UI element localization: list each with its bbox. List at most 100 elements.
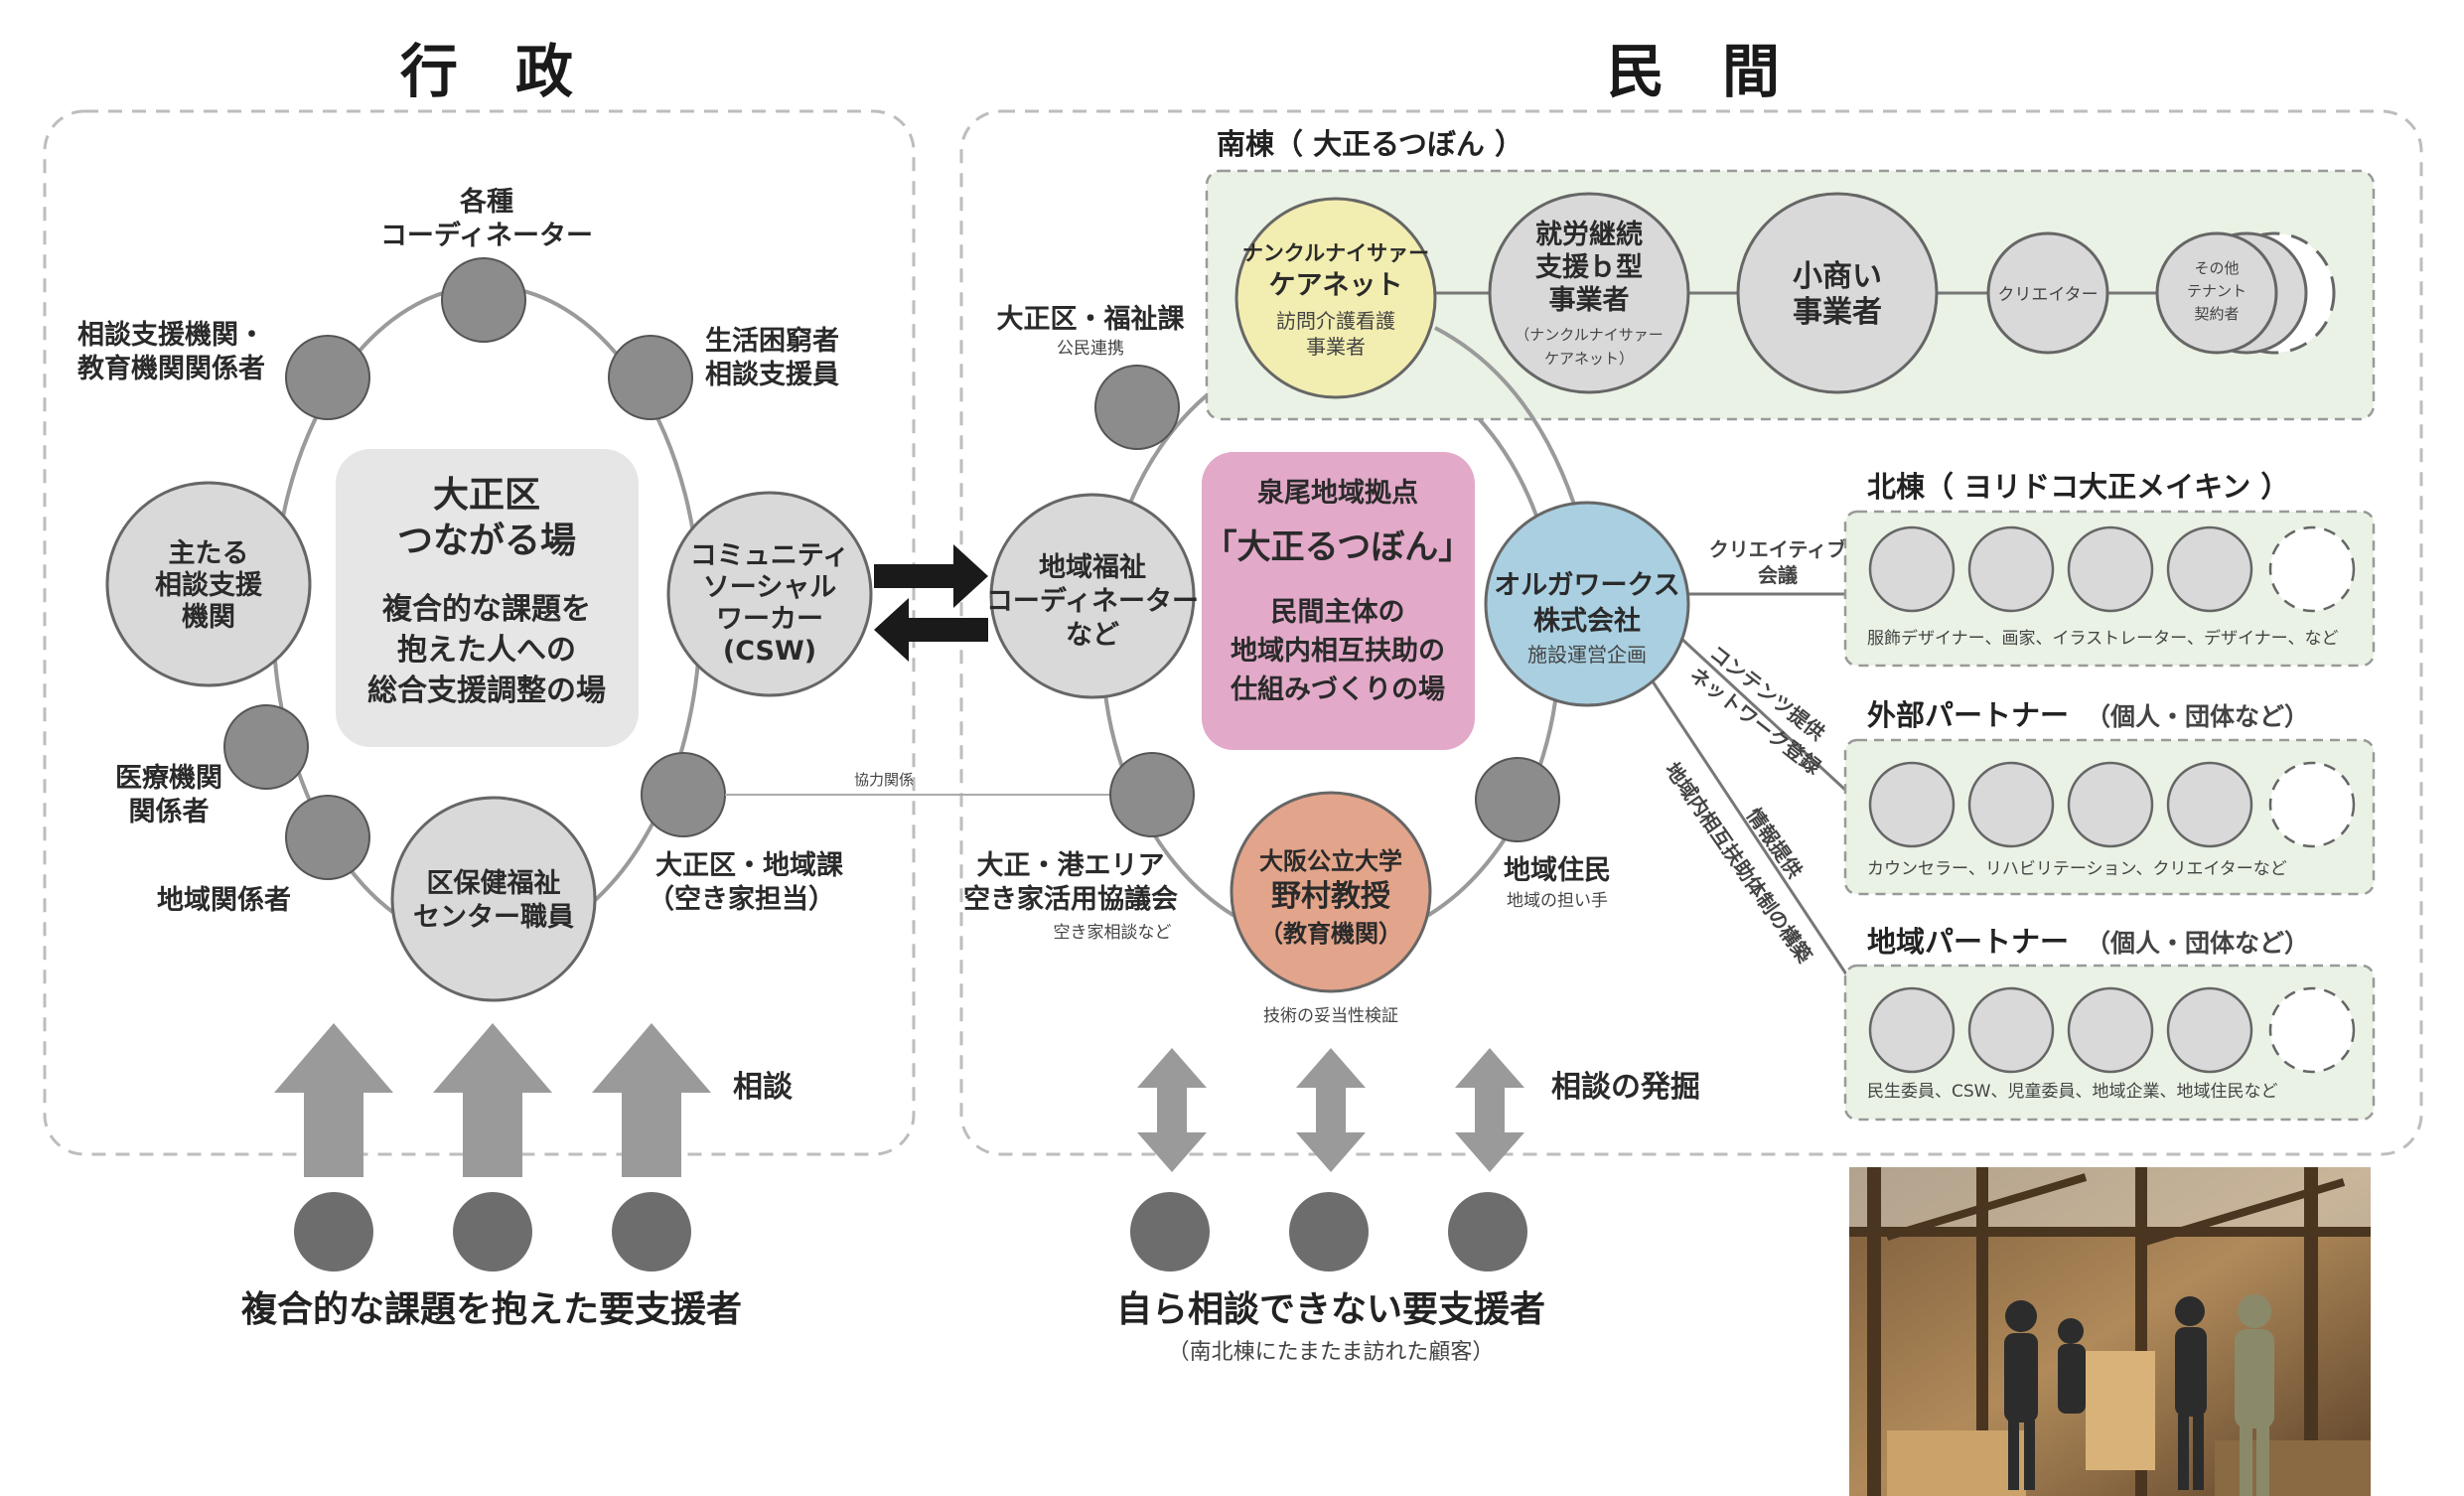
akiya-node[interactable] — [1109, 752, 1195, 837]
csw-l2: ソーシャル — [703, 572, 836, 603]
hub-l2: 「大正るつぼん」 — [1204, 527, 1473, 567]
local-coord-l3: など — [1066, 620, 1119, 651]
shuro-l5: ケアネット） — [1544, 350, 1634, 368]
tsunagaru-line3: 総合支援調整の場 — [367, 673, 606, 708]
csw-node[interactable] — [666, 491, 873, 697]
creator-node[interactable] — [1986, 231, 2109, 355]
consult-edu-label-1: 相談支援機関・ — [77, 319, 265, 351]
soudan-label: 相談 — [733, 1070, 794, 1105]
client-dot-4 — [1130, 1192, 1210, 1272]
external-member-1[interactable] — [1868, 761, 1956, 848]
local-title-sub: （個人・団体など） — [2086, 929, 2309, 958]
client-dot-1 — [294, 1192, 373, 1272]
client-dot-2 — [453, 1192, 532, 1272]
shuro-l2: 支援ｂ型 — [1535, 252, 1643, 283]
north-member-4[interactable] — [2166, 525, 2253, 613]
external-member-4[interactable] — [2166, 761, 2253, 848]
residents-node[interactable] — [1475, 757, 1560, 842]
orga-node[interactable] — [1484, 501, 1690, 707]
local-rel-node[interactable] — [285, 795, 370, 880]
north-member-2[interactable] — [1967, 525, 2055, 613]
external-member-2[interactable] — [1967, 761, 2055, 848]
orga-l2: 株式会社 — [1533, 605, 1641, 637]
external-member-more — [2268, 761, 2356, 848]
hakkutsu-label: 相談の発掘 — [1551, 1070, 1700, 1105]
medical-label-1: 医療機関 — [115, 763, 222, 794]
csw-l3: ワーカー — [716, 604, 823, 635]
csw-l4: (CSW) — [723, 636, 816, 667]
local-member-more — [2268, 986, 2356, 1074]
tenant-node[interactable] — [2155, 231, 2278, 355]
health-center-l1: 区保健福祉 — [427, 868, 561, 899]
local-title: 地域パートナー — [1867, 925, 2069, 959]
welfare-div-sub: 公民連携 — [1057, 339, 1124, 359]
external-member-3[interactable] — [2067, 761, 2154, 848]
north-member-3[interactable] — [2067, 525, 2154, 613]
nankuru-node[interactable] — [1234, 197, 1437, 399]
tsunagaru-line2: 抱えた人への — [397, 633, 576, 668]
exchange-arrows — [874, 544, 988, 662]
link-local — [1647, 674, 1874, 1014]
health-center-node[interactable] — [390, 796, 597, 1002]
shuro-node[interactable] — [1488, 192, 1690, 394]
local-member-3[interactable] — [2067, 986, 2154, 1074]
creator-label: クリエイター — [1997, 285, 2098, 305]
south-title: 南棟（ 大正るつぼん ） — [1217, 127, 1523, 161]
akiya-label-1: 大正・港エリア — [977, 850, 1165, 881]
local-member-4[interactable] — [2166, 986, 2253, 1074]
tsunagaru-title2: つながる場 — [397, 521, 576, 561]
minkan-header: 民 間 — [1607, 38, 1780, 105]
orga-sub: 施設運営企画 — [1527, 643, 1647, 667]
up-arrow-1 — [274, 1023, 393, 1177]
middle-caption-sub: （南北棟にたまたま訪れた顧客） — [1168, 1340, 1495, 1365]
univ-l1: 大阪公立大学 — [1259, 847, 1402, 875]
akiya-label-2: 空き家活用協議会 — [963, 883, 1178, 915]
nankuru-l1: ナンクルナイサァー — [1242, 241, 1429, 265]
main-support-node[interactable] — [105, 481, 312, 687]
welfare-div-label: 大正区・福祉課 — [997, 303, 1186, 335]
nankuru-l3: 訪問介護看護 — [1276, 309, 1395, 333]
middle-caption: 自ら相談できない要支援者 — [1116, 1289, 1545, 1330]
local-members: 民生委員、CSW、児童委員、地域企業、地域住民など — [1867, 1082, 2277, 1102]
external-title: 外部パートナー — [1867, 698, 2069, 732]
koakinai-node[interactable] — [1736, 192, 1939, 394]
hub-l3: 民間主体の — [1271, 597, 1405, 628]
consult-edu-label-2: 教育機関関係者 — [77, 353, 265, 384]
orga-l1: オルガワークス — [1494, 570, 1679, 601]
local-member-2[interactable] — [1967, 986, 2055, 1074]
north-member-1[interactable] — [1868, 525, 1956, 613]
koakinai-l2: 事業者 — [1793, 295, 1882, 330]
tenant-l2: テナント — [2187, 282, 2247, 300]
regional-div-node[interactable] — [641, 752, 726, 837]
csw-l1: コミュニティ — [690, 540, 849, 571]
coordinator-label-1: 各種 — [459, 186, 513, 218]
main-support-l1: 主たる — [169, 538, 249, 569]
local-coord-l2: コーディネーター — [986, 585, 1199, 617]
local-member-1[interactable] — [1868, 986, 1956, 1074]
local-coord-node[interactable] — [989, 493, 1196, 699]
local-coord-l1: 地域福祉 — [1039, 552, 1146, 583]
double-arrow-1 — [1137, 1048, 1207, 1172]
tsunagaru-box — [336, 449, 639, 747]
tenant-l1: その他 — [2194, 259, 2239, 277]
nankuru-l2: ケアネット — [1269, 270, 1403, 301]
medical-node[interactable] — [223, 704, 309, 790]
tsunagaru-line1: 複合的な課題を — [382, 592, 591, 627]
external-title-sub: （個人・団体など） — [2086, 702, 2309, 731]
north-member-more — [2268, 525, 2356, 613]
akiya-sub: 空き家相談など — [1054, 923, 1172, 943]
living-poor-node[interactable] — [608, 335, 693, 420]
univ-node[interactable] — [1230, 791, 1432, 993]
shuro-l4: （ナンクルナイサァー — [1515, 326, 1664, 344]
coordinator-node[interactable] — [441, 257, 526, 343]
hub-box — [1202, 452, 1475, 750]
welfare-div-node[interactable] — [1094, 365, 1180, 450]
residents-label: 地域住民 — [1504, 854, 1611, 886]
consult-edu-node[interactable] — [285, 335, 370, 420]
shuro-l3: 事業者 — [1549, 285, 1630, 316]
residents-sub: 地域の担い手 — [1507, 891, 1608, 911]
left-caption: 複合的な課題を抱えた要支援者 — [241, 1289, 742, 1330]
shuro-l1: 就労継続 — [1535, 219, 1643, 250]
living-poor-label-2: 相談支援員 — [705, 359, 839, 390]
regional-div-label-2: （空き家担当） — [648, 883, 835, 915]
